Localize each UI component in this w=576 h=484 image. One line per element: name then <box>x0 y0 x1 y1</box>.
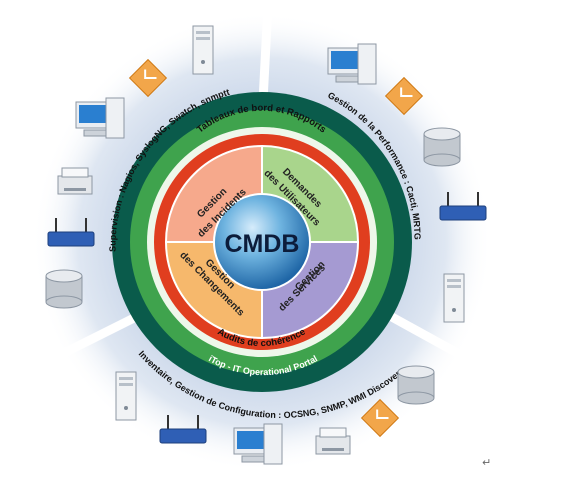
desktop-pc-icon <box>233 423 283 465</box>
orange-cube-icon <box>128 58 168 98</box>
cmdb-sphere <box>213 193 311 291</box>
database-icon <box>397 365 435 405</box>
tower-server-icon <box>443 273 465 323</box>
cmdb-label: CMDB <box>225 230 300 258</box>
tower-server-icon <box>115 371 137 421</box>
footer-mark: ↵ <box>482 457 491 469</box>
tower-server-icon <box>192 25 214 75</box>
database-icon <box>45 269 83 309</box>
desktop-pc-icon <box>75 97 125 139</box>
orange-cube-icon <box>384 76 424 116</box>
laser-printer-icon <box>315 427 351 455</box>
laser-printer-icon <box>57 167 93 195</box>
network-router-icon <box>47 218 95 247</box>
network-router-icon <box>439 192 487 221</box>
database-icon <box>423 127 461 167</box>
desktop-pc-icon <box>327 43 377 85</box>
orange-cube-icon <box>360 398 400 438</box>
network-router-icon <box>159 415 207 444</box>
